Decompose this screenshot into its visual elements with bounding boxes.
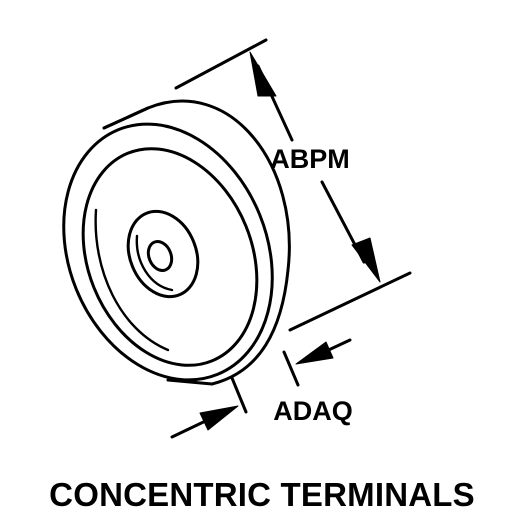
thickness-extension-right (282, 350, 300, 387)
diameter-extension-bottom (288, 271, 412, 332)
disc-side-edge (102, 106, 150, 130)
disc-inner-ring (81, 147, 259, 367)
disc-front-face (62, 122, 274, 382)
outer-terminal-ring (126, 209, 200, 299)
outer-terminal-shadow (135, 234, 174, 292)
center-contact (146, 239, 174, 273)
thickness-arrowhead-left (199, 405, 239, 431)
diameter-extension-top (174, 38, 268, 90)
diameter-label: ABPM (270, 144, 350, 174)
diameter-arrowhead-top (249, 51, 277, 97)
thickness-extension-left (230, 376, 248, 414)
disc-inner-ring-shadow (94, 208, 170, 352)
diameter-arrowhead-bottom (351, 237, 381, 283)
thickness-label: ADAQ (273, 396, 353, 426)
terminal-disc (62, 99, 291, 386)
diameter-dimension: ABPM (174, 38, 412, 332)
thickness-dimension: ADAQ (170, 338, 353, 439)
diagram-caption: CONCENTRIC TERMINALS (49, 476, 475, 513)
thickness-arrowhead-right (295, 341, 334, 365)
